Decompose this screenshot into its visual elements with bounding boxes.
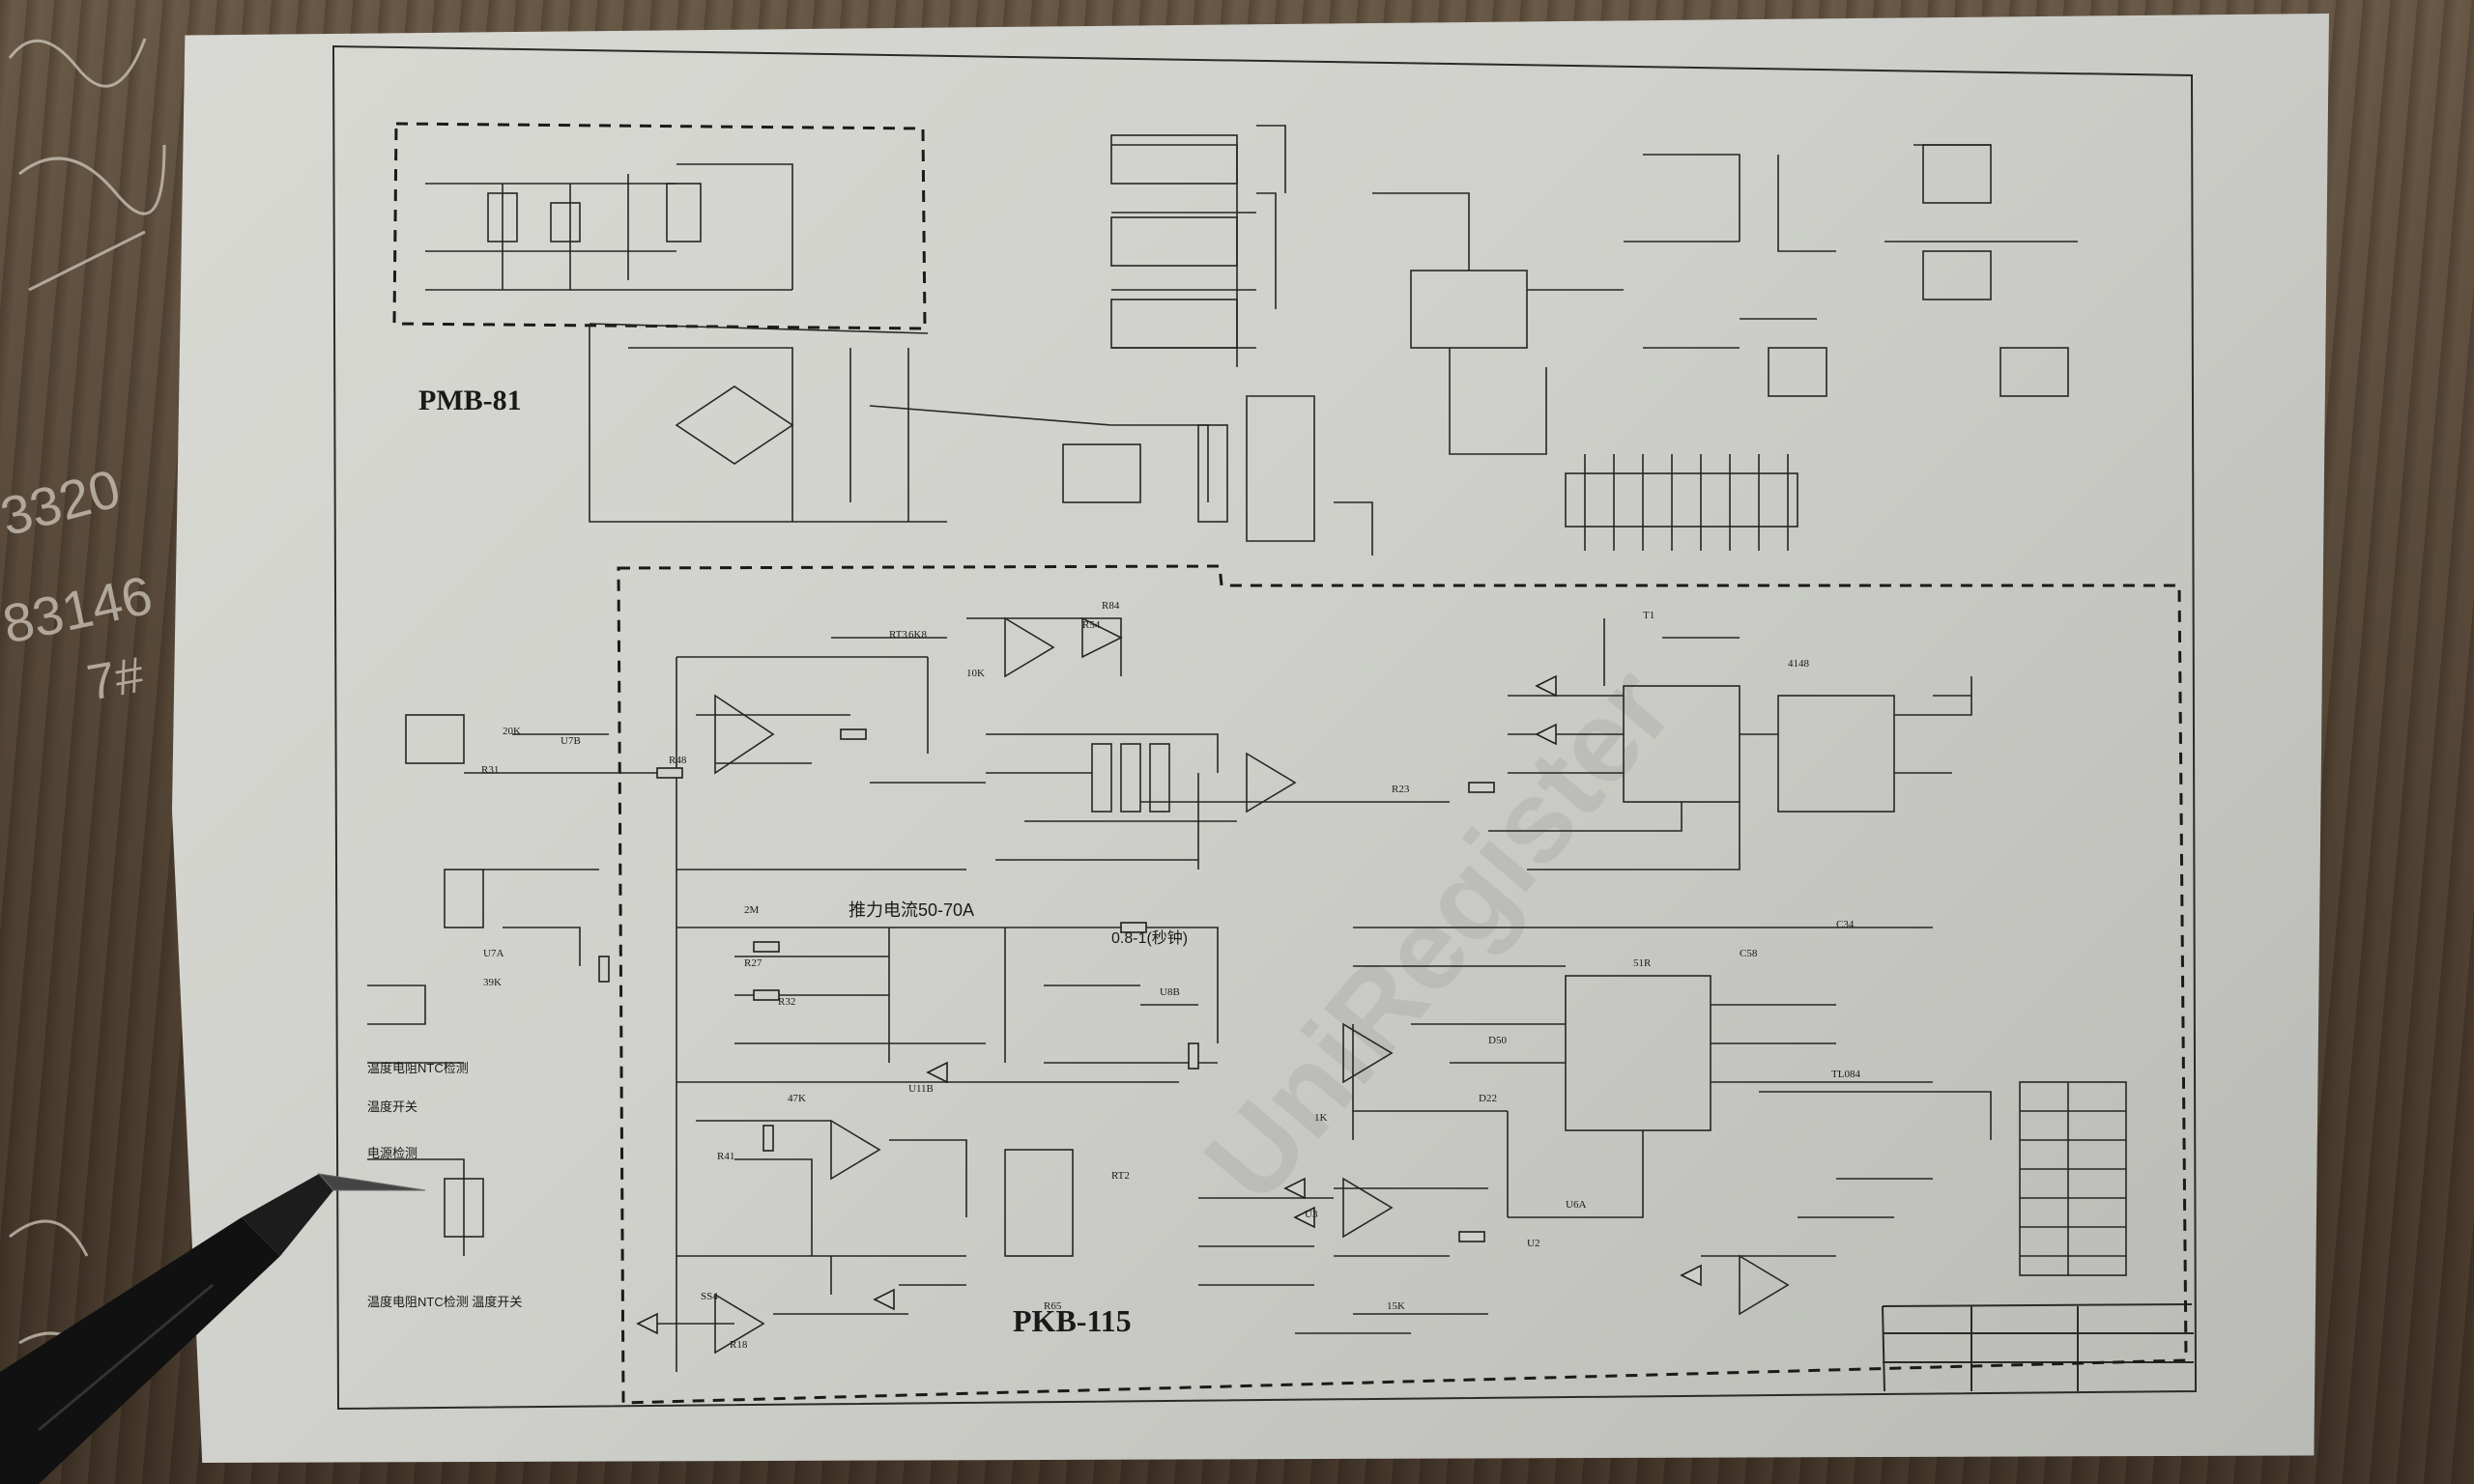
part-label: 6K8 xyxy=(908,629,927,641)
part-label: U3 xyxy=(1305,1209,1318,1220)
part-label: R31 xyxy=(481,764,499,776)
part-label: RT3 xyxy=(889,629,907,641)
part-label: R23 xyxy=(1392,784,1410,795)
part-label: D22 xyxy=(1479,1093,1497,1104)
part-label: U7A xyxy=(483,948,503,959)
pkb-board-label: PKB-115 xyxy=(1013,1303,1132,1338)
part-label: 1K xyxy=(1314,1112,1328,1124)
part-label: 4148 xyxy=(1788,658,1810,670)
part-label: 51R xyxy=(1633,957,1652,969)
handwriting-83146: 83146 xyxy=(0,564,158,655)
note-bottom: 温度电阻NTC检测 温度开关 xyxy=(367,1295,522,1309)
part-label: TL084 xyxy=(1831,1069,1860,1080)
part-label: 15K xyxy=(1387,1300,1405,1312)
note-hall: 电源检测 xyxy=(367,1146,417,1160)
part-label: 10K xyxy=(966,668,985,679)
circuit-traces xyxy=(367,125,2127,1372)
part-label: R54 xyxy=(1082,619,1101,631)
part-label: 20K xyxy=(503,726,521,737)
pmb-board-boundary xyxy=(392,122,927,330)
note-ntc: 温度电阻NTC检测 xyxy=(367,1061,469,1075)
handwriting-3320: 3320 xyxy=(0,457,127,547)
part-label: U2 xyxy=(1527,1238,1539,1249)
part-label: C58 xyxy=(1740,948,1758,959)
soldering-iron xyxy=(0,1173,426,1484)
note-current-range: 推力电流50-70A xyxy=(849,900,974,920)
part-label: U7B xyxy=(561,735,581,747)
pmb-board-label: PMB-81 xyxy=(418,385,522,416)
component-glyphs xyxy=(598,674,1702,1335)
part-label: R41 xyxy=(717,1151,734,1162)
part-label: R65 xyxy=(1044,1300,1062,1312)
part-label: R32 xyxy=(778,996,795,1008)
drawing-frame xyxy=(331,44,2198,1411)
part-label: T1 xyxy=(1643,610,1654,621)
part-label: SS4 xyxy=(701,1291,718,1302)
watermark-text: UniRegister xyxy=(1180,643,1698,1225)
part-label: R48 xyxy=(669,755,687,766)
part-label: R84 xyxy=(1102,600,1120,612)
part-label: C34 xyxy=(1836,919,1855,930)
part-label: U6A xyxy=(1566,1199,1586,1211)
part-label: RT2 xyxy=(1111,1170,1130,1182)
part-label: 39K xyxy=(483,977,502,988)
schematic-paper-sheet xyxy=(172,14,2329,1463)
handwritten-scribbles xyxy=(8,38,166,1373)
part-label: 47K xyxy=(788,1093,806,1104)
part-label: 2M xyxy=(744,904,760,916)
part-label: R27 xyxy=(744,957,762,969)
handwriting-7: 7# xyxy=(83,647,148,712)
note-switch: 温度开关 xyxy=(367,1099,417,1114)
part-label: D50 xyxy=(1488,1035,1507,1046)
note-timing: 0.8-1(秒钟) xyxy=(1111,929,1188,947)
part-label: U11B xyxy=(908,1083,934,1095)
part-label: R18 xyxy=(730,1339,748,1351)
part-label: U8B xyxy=(1160,986,1180,998)
